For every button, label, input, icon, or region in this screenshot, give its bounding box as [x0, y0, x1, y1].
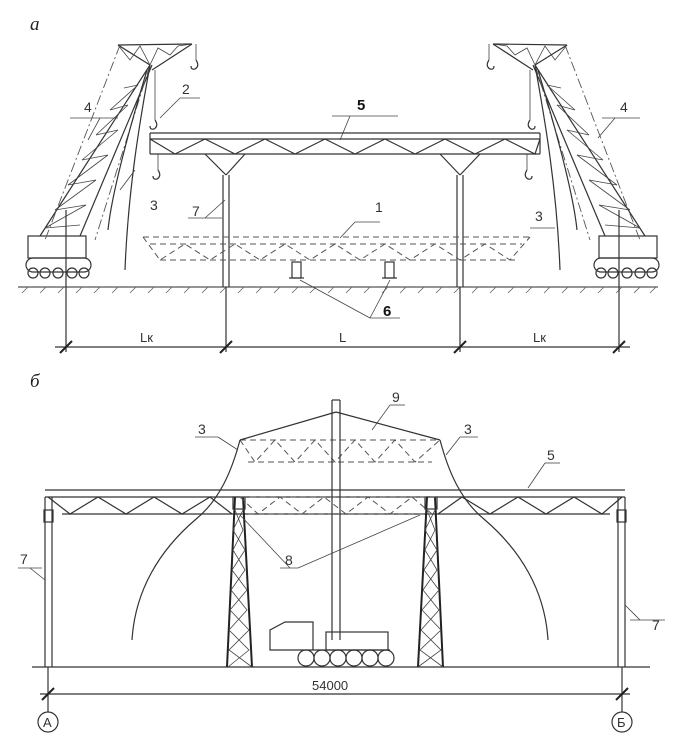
crane-right: [486, 43, 660, 352]
crane-truck: [269, 621, 395, 667]
callout-b-7-right: 7: [652, 617, 660, 633]
columns-a: [222, 175, 464, 287]
panel-a-letter: а: [30, 14, 40, 35]
dim-lk-left: Lк: [140, 330, 153, 345]
assembly-supports: [289, 261, 397, 279]
lattice-tower-right: [417, 496, 444, 668]
dim-54000: 54000: [312, 678, 348, 693]
callout-3-right: 3: [535, 208, 543, 224]
panel-b-callouts: 3 9 3 5 7 7 8: [18, 389, 665, 633]
roof-truss-final: [149, 132, 541, 176]
axis-label-a: А: [43, 715, 52, 730]
central-mast: [239, 399, 441, 640]
callout-b-7-left: 7: [20, 551, 28, 567]
callout-5: 5: [357, 97, 365, 114]
callout-9: 9: [392, 389, 400, 405]
crane-left: [25, 43, 199, 352]
columns-b: [43, 497, 627, 667]
callout-4-left: 4: [84, 99, 92, 115]
axis-label-b: Б: [617, 715, 626, 730]
callout-b-3-right: 3: [464, 421, 472, 437]
callout-2: 2: [182, 81, 190, 97]
callout-4-right: 4: [620, 99, 628, 115]
dim-lk-right: Lк: [533, 330, 546, 345]
panel-a-dimensions: Lк L Lк: [55, 287, 630, 354]
roof-truss-b: [45, 489, 625, 515]
callout-3-left: 3: [150, 197, 158, 213]
panel-b-dimensions: 54000 А Б: [37, 667, 633, 733]
panel-b-letter: б: [30, 371, 41, 392]
lattice-tower-left: [226, 496, 253, 668]
callout-8: 8: [285, 552, 293, 568]
callout-7: 7: [192, 203, 200, 219]
callout-6: 6: [383, 303, 391, 320]
panel-a-callouts: 4 2 5 4 3 7 1 3 6: [70, 81, 640, 320]
roof-truss-assembly-dashed: [142, 236, 531, 261]
callout-b-5: 5: [547, 447, 555, 463]
guy-cables-b: [131, 439, 549, 641]
panel-b: б: [18, 371, 665, 733]
dim-l-mid: L: [339, 330, 346, 345]
panel-a-ground: [18, 286, 658, 294]
callout-b-3-left: 3: [198, 421, 206, 437]
panel-a: а: [18, 14, 660, 354]
callout-1: 1: [375, 199, 383, 215]
